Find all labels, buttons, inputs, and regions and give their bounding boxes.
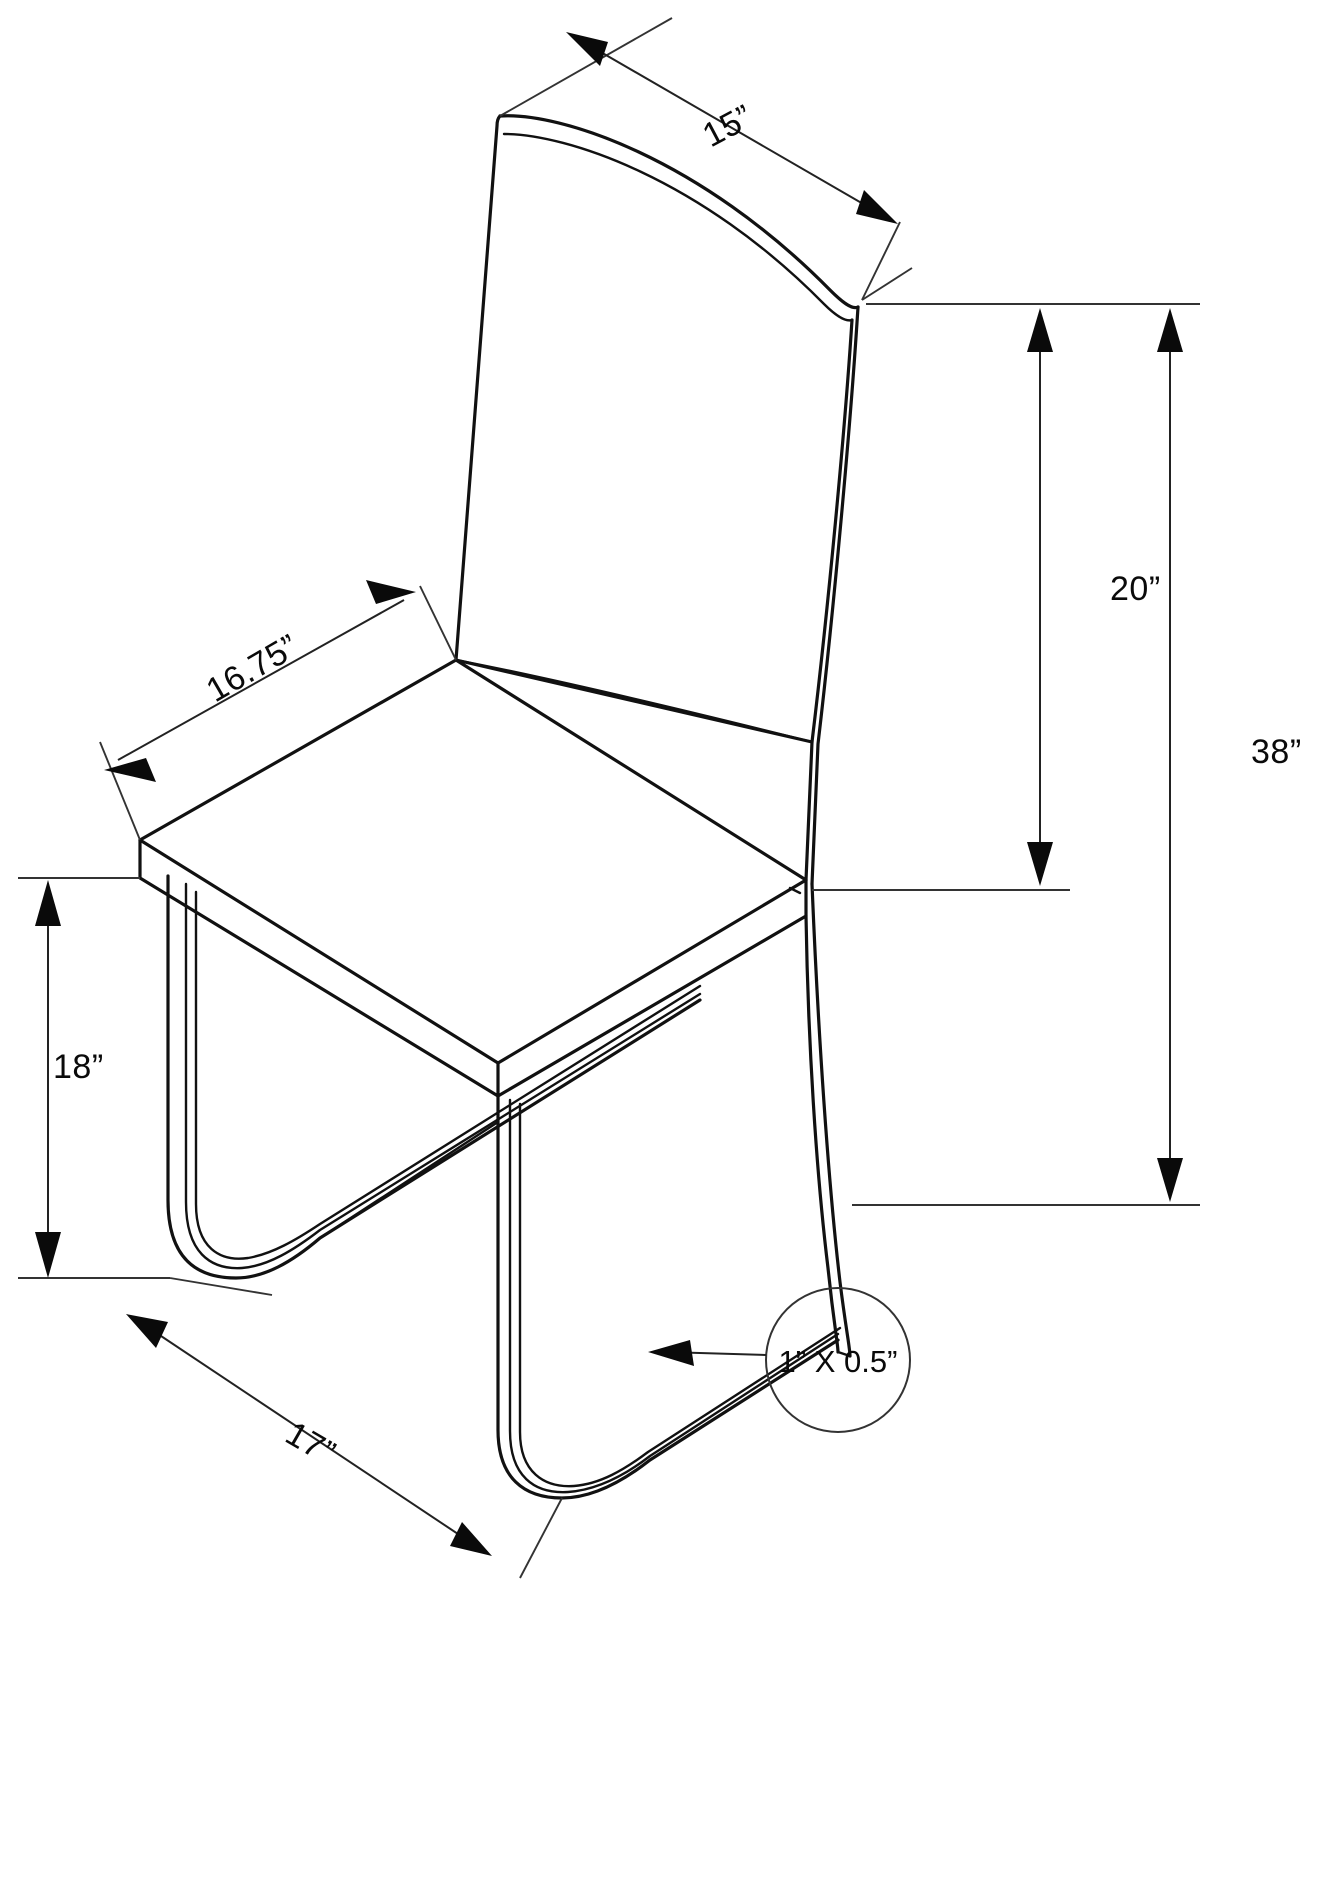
chair-rear-right-upright (804, 882, 852, 1358)
arrow-head-top (1027, 308, 1053, 352)
arrow-head-left (126, 1314, 168, 1348)
callout-tube-profile: 1” X 0.5” (648, 1287, 911, 1433)
dimension-label-overall-height: 38” (1251, 733, 1302, 771)
arrow-head-top (1157, 308, 1183, 352)
dimension-overall-height: 38” (852, 303, 1302, 1206)
dimension-label-seat-width: 17” (279, 1414, 342, 1472)
arrow-head-upper-right (366, 580, 416, 604)
chair-stretcher (318, 1120, 500, 1240)
dimension-label-seat-height: 18” (53, 1048, 104, 1086)
dimension-seat-height: 18” (18, 877, 170, 1279)
arrow-head-callout (648, 1340, 694, 1366)
dimension-label-back-width: 15” (697, 98, 760, 155)
callout-circle (765, 1287, 911, 1433)
chair-right-sled-leg (496, 1094, 842, 1500)
dimension-back-width: 15” (499, 17, 913, 301)
arrow-head-bottom (1157, 1158, 1183, 1202)
chair-back-panel (454, 114, 860, 886)
arrow-head-left (566, 32, 608, 66)
chair-seat (138, 658, 808, 1098)
arrow-head-bottom (1027, 842, 1053, 886)
arrow-head-bottom (35, 1232, 61, 1278)
arrow-head-top (35, 880, 61, 926)
callout-label-tube-profile: 1” X 0.5” (779, 1344, 898, 1379)
arrow-head-right (450, 1522, 492, 1556)
dimension-label-back-height: 20” (1110, 570, 1161, 608)
dimension-seat-depth: 16.75” (99, 580, 457, 841)
dimension-back-height: 20” (812, 303, 1161, 891)
chair-left-sled-leg (166, 874, 702, 1280)
arrow-head-right (856, 190, 898, 224)
arrow-head-lower-left (104, 758, 156, 782)
dimension-label-seat-depth: 16.75” (200, 627, 305, 710)
